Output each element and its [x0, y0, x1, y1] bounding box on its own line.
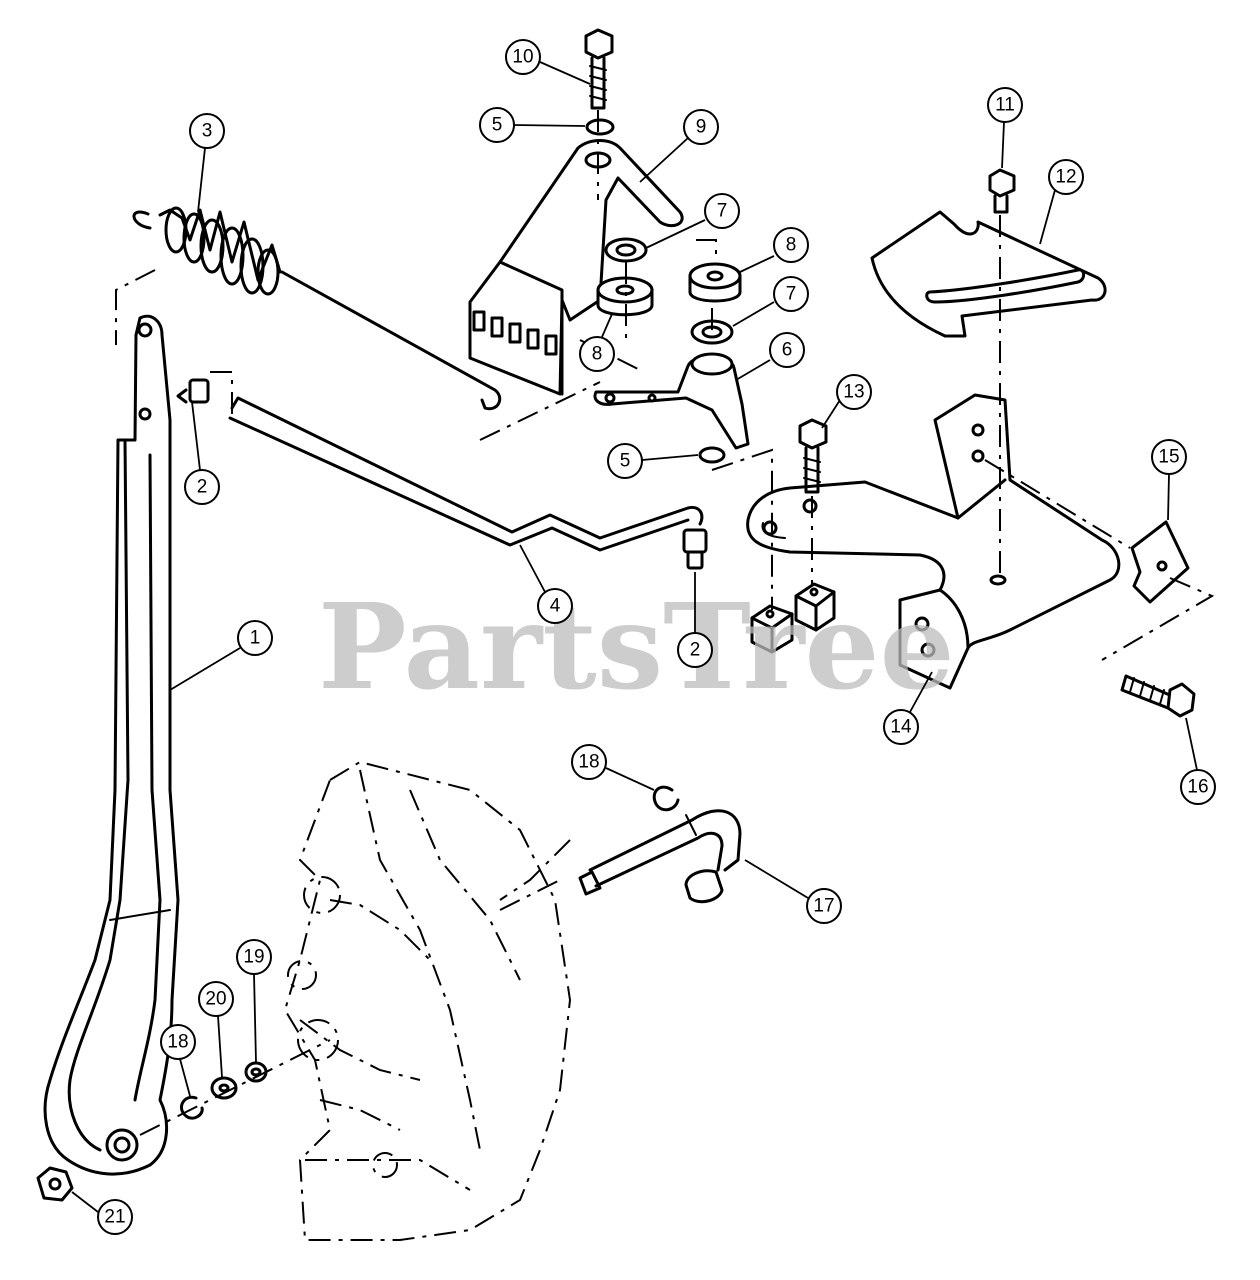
- callout-19: 19: [236, 939, 272, 1063]
- callout-18-lower: 18: [160, 1024, 196, 1097]
- callout-10: 10: [505, 39, 591, 85]
- callout-label: 1: [250, 628, 261, 649]
- hex-bolt-bracket: [798, 418, 828, 494]
- callout-label: 4: [550, 596, 561, 617]
- callout-20: 20: [198, 981, 234, 1078]
- callout-label: 9: [696, 117, 707, 138]
- callout-9: 9: [639, 109, 719, 183]
- callout-5-lower: 5: [607, 443, 699, 479]
- callout-13: 13: [821, 374, 872, 429]
- flat-washer-arm: [210, 1076, 238, 1100]
- callout-label: 16: [1187, 777, 1208, 798]
- rod-bushing-lower: [682, 528, 708, 570]
- callout-14: 14: [883, 671, 933, 745]
- lock-nut: [36, 1166, 74, 1202]
- callout-label: 18: [167, 1032, 188, 1053]
- callout-label: 11: [995, 95, 1015, 116]
- control-lever: [593, 352, 750, 450]
- shift-quadrant-plate: [870, 210, 1107, 338]
- assembly-lines: [115, 110, 1215, 1136]
- flat-washer-upper: [604, 237, 648, 263]
- lift-arm: [43, 314, 180, 1176]
- callout-2-upper: 2: [184, 401, 220, 505]
- callout-label: 21: [104, 1207, 125, 1228]
- callout-1: 1: [169, 620, 273, 691]
- callout-label: 5: [620, 451, 631, 472]
- callout-label: 19: [243, 947, 264, 968]
- hex-screw: [1120, 674, 1196, 718]
- callout-label: 7: [786, 284, 797, 305]
- callout-7-upper: 7: [645, 193, 740, 249]
- e-clip-upper: [652, 785, 680, 812]
- callout-4: 4: [519, 544, 573, 624]
- callout-label: 20: [205, 989, 226, 1010]
- callout-label: 13: [843, 382, 864, 403]
- callout-12: 12: [1039, 159, 1084, 245]
- transmission-housing: [283, 760, 572, 1241]
- callout-label: 2: [197, 477, 208, 498]
- control-rod: [228, 396, 704, 552]
- callout-label: 12: [1055, 167, 1076, 188]
- callout-label: 8: [592, 344, 603, 365]
- callout-2-lower: 2: [677, 572, 713, 668]
- square-nut-left: [750, 604, 794, 654]
- callout-label: 6: [782, 340, 793, 361]
- lock-washer-lower: [698, 446, 726, 464]
- square-nut-right: [794, 582, 836, 632]
- callout-label: 8: [786, 235, 797, 256]
- callout-5-upper: 5: [479, 107, 586, 143]
- callout-11: 11: [987, 87, 1023, 169]
- callout-8-left: 8: [579, 313, 615, 372]
- hex-bolt-quadrant: [988, 168, 1016, 214]
- callout-6: 6: [735, 332, 805, 381]
- shift-rod: [578, 809, 742, 904]
- extension-spring: [132, 206, 502, 411]
- pivot-bracket: [468, 139, 684, 396]
- watermark-text: PartsTree: [318, 577, 955, 716]
- spring-clip: [1130, 520, 1190, 604]
- nylon-bushing-right: [688, 262, 742, 303]
- spacer-bushing: [244, 1061, 268, 1083]
- nylon-bushing-left: [596, 276, 654, 317]
- callout-label: 17: [813, 896, 834, 917]
- callout-label: 3: [202, 121, 213, 142]
- mounting-bracket: [746, 393, 1121, 690]
- callout-21: 21: [71, 1191, 133, 1235]
- callout-label: 18: [578, 752, 599, 773]
- callout-16: 16: [1180, 717, 1216, 805]
- hex-bolt-top: [584, 28, 614, 110]
- callout-label: 7: [717, 201, 728, 222]
- callout-17: 17: [744, 859, 842, 924]
- callout-7-lower: 7: [732, 276, 809, 327]
- lock-washer-upper: [585, 118, 615, 136]
- callout-15: 15: [1151, 439, 1187, 521]
- rod-bushing-upper: [176, 378, 210, 404]
- callout-label: 14: [890, 717, 912, 738]
- callout-18-upper: 18: [571, 744, 655, 791]
- callout-label: 10: [512, 47, 533, 68]
- callout-3: 3: [189, 113, 225, 213]
- e-clip-lower: [180, 1095, 204, 1120]
- callout-label: 5: [492, 115, 503, 136]
- callout-label: 2: [690, 640, 701, 661]
- callout-8-right: 8: [739, 227, 809, 273]
- callout-label: 15: [1158, 447, 1179, 468]
